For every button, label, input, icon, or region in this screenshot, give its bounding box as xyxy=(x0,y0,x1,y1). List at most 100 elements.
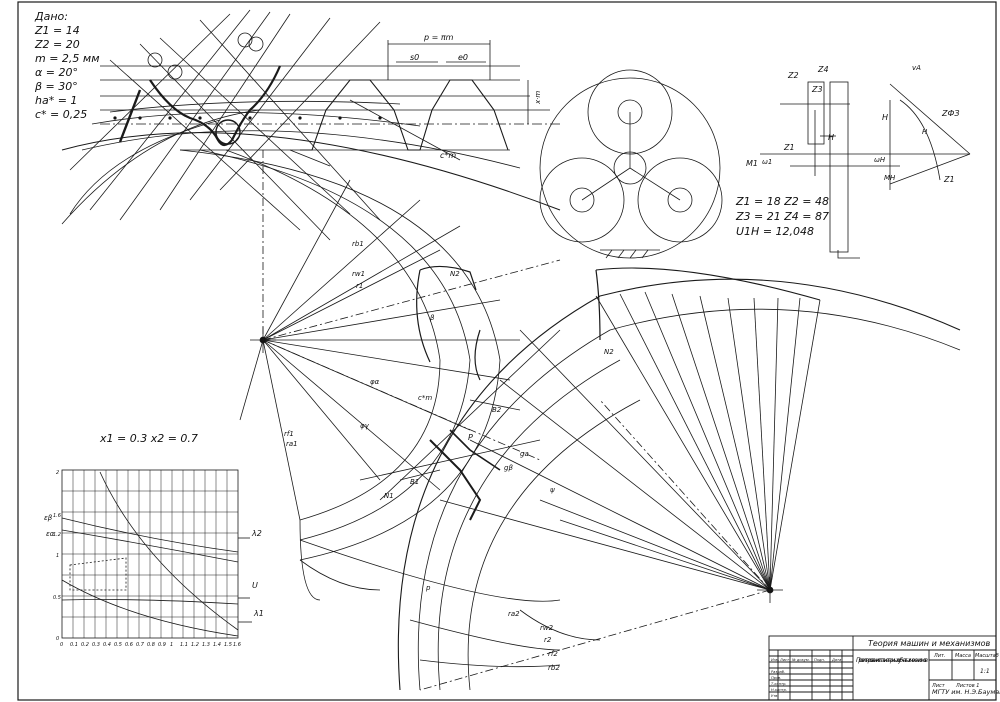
label-phi-a: φα xyxy=(370,378,380,386)
kin-m1-label: M1 xyxy=(746,159,758,168)
label-beta: β xyxy=(430,314,435,322)
tb-scale: 1:1 xyxy=(980,668,990,675)
tooth-generation-construction xyxy=(61,9,561,241)
y-tick: 1.2 xyxy=(53,532,61,538)
x-tick: 0.8 xyxy=(147,642,155,648)
x-tick: 1.5 xyxy=(224,642,232,648)
tb-role-1: Лист xyxy=(779,658,790,662)
kinematic-scheme xyxy=(760,81,971,259)
x-tick: 0.7 xyxy=(136,642,145,648)
centre-marks xyxy=(250,327,783,603)
x-tick: 0.6 xyxy=(125,642,133,648)
kin-va-label: vA xyxy=(912,64,921,72)
x-tick: 1.1 xyxy=(180,642,188,648)
label-r1: r1 xyxy=(356,282,363,290)
tb-role-9: Утв. xyxy=(771,694,779,698)
chart-x-ticks: 0 0.1 0.2 0.3 0.4 0.5 0.6 0.7 0.8 0.9 1 … xyxy=(60,642,241,648)
rack-pitch-label: p = πm xyxy=(423,33,454,42)
given-line: Z2 = 20 xyxy=(35,38,80,51)
title-block-grid xyxy=(768,635,997,701)
rack-xm-label: x·m xyxy=(534,91,542,105)
label-r2: r2 xyxy=(544,636,552,644)
x-tick: 1.4 xyxy=(213,642,221,648)
chart-lambda2-label: λ2 xyxy=(251,529,262,538)
given-line: β = 30° xyxy=(35,80,78,93)
label-rw1: rw1 xyxy=(352,270,365,278)
label-ra2: ra2 xyxy=(508,610,520,618)
kin-mh-label: MH xyxy=(884,174,896,182)
label-b2: B2 xyxy=(492,406,502,414)
kin-zfz-label: ZФЗ xyxy=(941,109,960,118)
y-tick: 1 xyxy=(56,553,59,559)
label-rb2: rb2 xyxy=(548,664,560,672)
x-tick: 0 xyxy=(60,642,63,648)
given-line: ha* = 1 xyxy=(35,94,78,107)
tb-role-5: Разраб. xyxy=(771,670,785,674)
given-line: α = 20° xyxy=(35,66,78,79)
given-data-block: Дано: Z1 = 14 Z2 = 20 m = 2,5 мм α = 20°… xyxy=(35,10,100,122)
tb-role-4: Дата xyxy=(831,658,841,662)
meshing-zone xyxy=(359,329,561,521)
drawing-frame xyxy=(17,1,997,701)
kin-h-label-3: H xyxy=(922,128,928,136)
tb-role-2: № докум. xyxy=(791,658,810,662)
kin-z1b-label: Z1 xyxy=(943,175,955,184)
label-rf1: rf1 xyxy=(284,430,294,438)
x-tick: 0.2 xyxy=(81,642,89,648)
shift-coefficients: x1 = 0.3 x2 = 0.7 xyxy=(100,432,198,445)
y-tick: 0 xyxy=(56,636,59,642)
kin-wh-label: ωH xyxy=(874,156,886,164)
rack-e0-label: e0 xyxy=(458,53,468,62)
label-b1: B1 xyxy=(410,478,419,486)
x-tick: 0.1 xyxy=(70,642,78,648)
y-tick: 1.6 xyxy=(53,513,61,519)
tb-sheets: Листов 1 xyxy=(955,683,979,689)
label-cm: c*m xyxy=(418,394,432,402)
label-rb1: rb1 xyxy=(352,240,364,248)
tb-col-mass: Масса xyxy=(955,653,971,659)
x-tick: 1.3 xyxy=(202,642,210,648)
label-phi-g: φγ xyxy=(360,422,370,430)
kin-h-label-2: H xyxy=(882,113,888,122)
kin-w1-label: ω1 xyxy=(762,158,772,166)
given-line: Z1 = 14 xyxy=(35,24,80,37)
tb-role-3: Подп. xyxy=(814,658,825,662)
tb-subject: Теория машин и механизмов xyxy=(868,639,991,648)
label-psi: ψ xyxy=(550,486,555,494)
planetary-line: U1H = 12,048 xyxy=(736,225,815,238)
planetary-line: Z3 = 21 Z4 = 87 xyxy=(736,210,829,223)
tb-role-6: Пров. xyxy=(771,676,781,680)
tb-title: Проектирование планетарных зубчатых меха… xyxy=(856,657,928,664)
planetary-gear-data: Z1 = 18 Z2 = 48 Z3 = 21 Z4 = 87 U1H = 12… xyxy=(736,194,829,239)
label-n2: N2 xyxy=(450,270,460,278)
given-line: m = 2,5 мм xyxy=(35,52,100,65)
x-tick: 0.3 xyxy=(92,642,100,648)
planetary-line: Z1 = 18 Z2 = 48 xyxy=(736,195,829,208)
tb-role-7: Т.контр. xyxy=(771,682,787,686)
chart-eps-a-label: εα xyxy=(46,530,55,538)
kin-z2-label: Z2 xyxy=(787,71,799,80)
y-tick: 0.5 xyxy=(53,595,61,601)
chart-u-label: U xyxy=(252,581,258,590)
x-tick: 1 xyxy=(170,642,173,648)
x-tick: 1.2 xyxy=(191,642,199,648)
x-tick: 0.4 xyxy=(103,642,111,648)
chart-eps-b-label: εβ xyxy=(44,514,53,522)
kin-z4-label: Z4 xyxy=(817,65,829,74)
x-tick: 0.9 xyxy=(158,642,166,648)
chart-lambda1-label: λ1 xyxy=(253,609,264,618)
label-p: P xyxy=(468,433,473,442)
label-n1: N1 xyxy=(384,492,394,500)
tb-col-lit: Лит. xyxy=(933,653,946,659)
kin-h-label-1: H xyxy=(828,133,834,142)
planetary-scheme xyxy=(539,69,723,259)
given-line: c* = 0,25 xyxy=(35,108,88,121)
gear-1-construction xyxy=(179,149,561,601)
tb-sheet: Лист xyxy=(931,683,946,689)
rack-s0-label: s0 xyxy=(410,53,419,62)
gear-2-construction xyxy=(299,267,961,691)
x-tick: 0.5 xyxy=(114,642,122,648)
label-ga: ga xyxy=(520,450,529,458)
rack-pitch-dimension xyxy=(387,40,529,124)
rack-cm-label: c*m xyxy=(440,151,456,160)
